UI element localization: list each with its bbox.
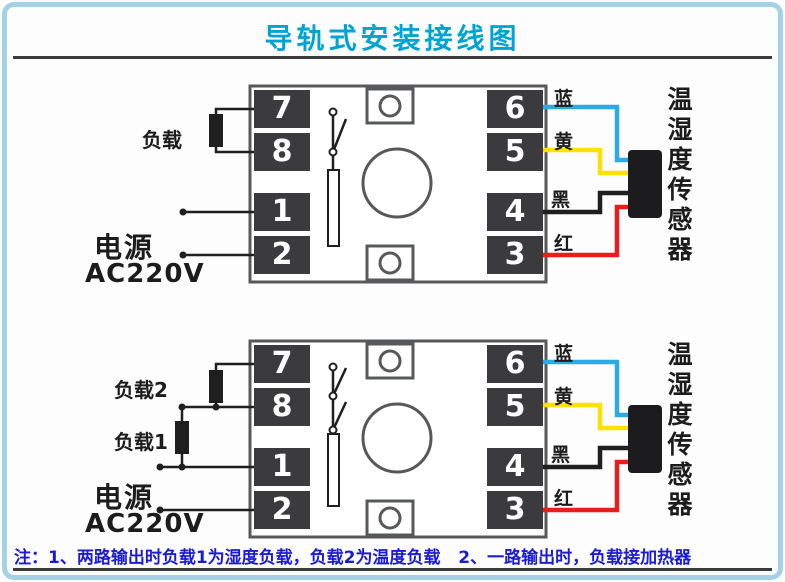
junction-dot-2a (212, 403, 220, 411)
screw-hole-bottom-2 (378, 506, 402, 530)
sensor-wire-blue-2 (543, 359, 630, 418)
screw-hole-top-1 (378, 94, 402, 118)
terminal-5-d2: 5 (487, 388, 543, 426)
terminal-4-d2: 4 (487, 448, 543, 486)
sensor-wire-red-1 (543, 204, 630, 258)
power-label-d2: 电源 (94, 481, 155, 514)
power-voltage-d2: AC220V (85, 509, 205, 539)
screw-hole-top-2 (378, 349, 402, 373)
sensor-body-2 (628, 405, 662, 473)
sensor-label-d2: 温湿度传感器 (664, 341, 693, 521)
relay-contact-1a (328, 107, 338, 117)
power-dot-1b (179, 251, 187, 259)
wire-label-black-d1: 黑 (551, 189, 571, 211)
relay-coil-1 (327, 169, 340, 247)
power-dot-1a (179, 208, 187, 216)
terminal-7-d2: 7 (254, 345, 310, 383)
wire-label-red-d2: 红 (554, 488, 574, 510)
wire-label-blue-d1: 蓝 (554, 88, 574, 110)
wire-label-black-d2: 黑 (551, 444, 571, 466)
power-voltage-d1: AC220V (85, 259, 205, 289)
sensor-label-d1: 温湿度传感器 (664, 86, 693, 266)
relay-blade-1 (331, 118, 348, 153)
junction-dot-2c (178, 463, 186, 471)
sensor-wire-yellow-1 (543, 147, 630, 176)
terminal-3-d1: 3 (487, 236, 543, 274)
title-divider (13, 56, 772, 59)
dial-circle-1 (361, 147, 433, 219)
sensor-wire-blue-1 (543, 104, 630, 163)
relay-contact-2c (328, 425, 338, 435)
relay-blade-2a (331, 367, 348, 397)
screw-hole-bottom-1 (378, 251, 402, 275)
load1-resistor (175, 421, 189, 454)
terminal-1-d1: 1 (254, 193, 310, 231)
dial-circle-2 (361, 402, 433, 474)
power-dot-2a (156, 463, 164, 471)
wire-label-yellow-d1: 黄 (554, 131, 574, 153)
bottom-divider (13, 568, 772, 571)
relay-coil-2 (327, 433, 340, 507)
terminal-6-d1: 6 (487, 90, 543, 128)
terminal-8-d1: 8 (254, 133, 310, 171)
sensor-wire-yellow-2 (543, 402, 630, 431)
sensor-wire-black-2 (543, 445, 630, 470)
power-dot-2b (156, 506, 164, 514)
terminal-7-d1: 7 (254, 90, 310, 128)
load-label-d1: 负载 (142, 128, 182, 152)
load2-resistor (209, 370, 223, 403)
terminal-3-d2: 3 (487, 491, 543, 529)
terminal-8-d2: 8 (254, 388, 310, 426)
footnote: 注：1、两路输出时负载1为湿度负载，负载2为温度负载 2、一路输出时，负载接加热… (14, 548, 692, 568)
sensor-wire-red-2 (543, 459, 630, 513)
wire-label-red-d1: 红 (554, 233, 574, 255)
terminal-6-d2: 6 (487, 345, 543, 383)
sensor-wire-black-1 (543, 190, 630, 215)
load2-label-d2: 负载2 (114, 378, 168, 402)
power-label-d1: 电源 (94, 231, 155, 264)
terminal-2-d2: 2 (254, 491, 310, 529)
terminal-1-d2: 1 (254, 448, 310, 486)
wire-label-yellow-d2: 黄 (554, 386, 574, 408)
junction-dot-2b (178, 403, 186, 411)
terminal-2-d1: 2 (254, 236, 310, 274)
relay-contact-1b (328, 147, 338, 157)
relay-contact-2a (328, 362, 338, 372)
wire-label-blue-d2: 蓝 (554, 343, 574, 365)
sensor-body-1 (628, 150, 662, 218)
load-resistor-1 (209, 114, 223, 147)
terminal-4-d1: 4 (487, 193, 543, 231)
terminal-5-d1: 5 (487, 133, 543, 171)
relay-contact-2b (328, 391, 338, 401)
load1-label-d2: 负载1 (114, 430, 168, 454)
relay-blade-2b (331, 401, 348, 431)
page-title: 导轨式安装接线图 (264, 22, 521, 55)
